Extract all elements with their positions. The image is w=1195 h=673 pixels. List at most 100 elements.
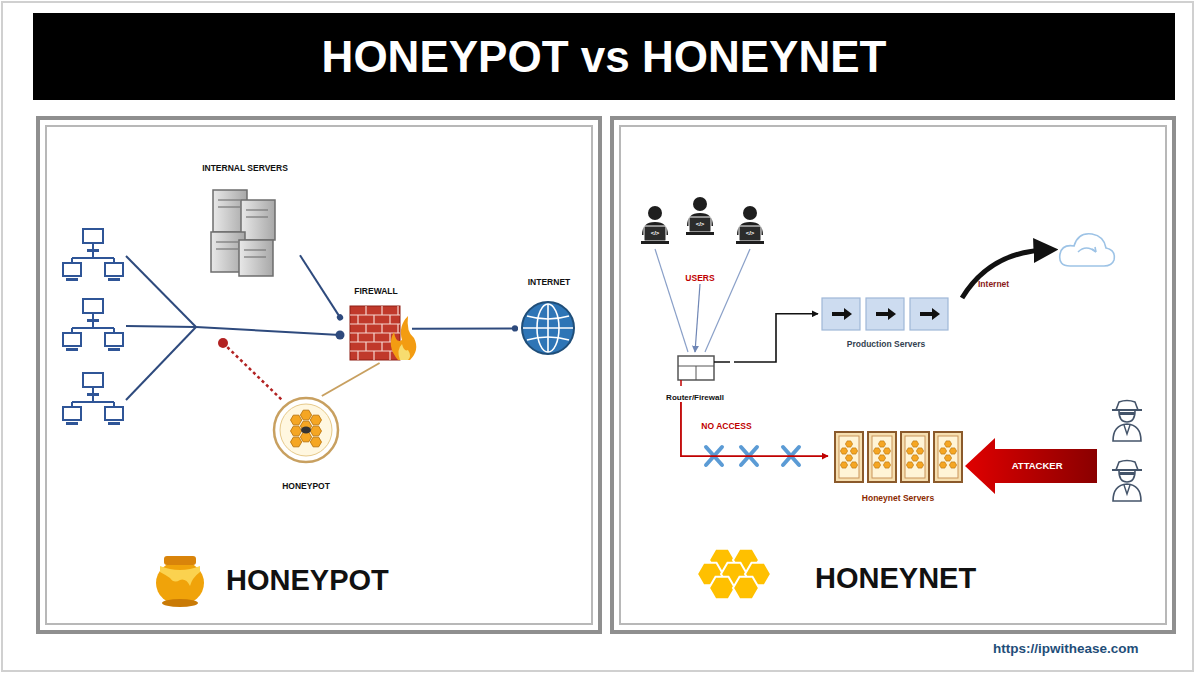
node-label: Router/Firewall [666, 393, 724, 402]
illustration-part [381, 342, 382, 351]
illustration-part [835, 432, 863, 482]
illustration-part [850, 462, 857, 468]
illustration-part [164, 556, 196, 565]
illustration-part [949, 448, 956, 454]
server-row: Honeynet Servers [828, 428, 968, 504]
illustration-part [38, 118, 600, 632]
node-label: FIREWALL [354, 287, 397, 297]
illustration-part [876, 308, 896, 320]
illustration-part [939, 462, 946, 468]
illustration-part [350, 306, 400, 360]
server-group: INTERNAL SERVERS [190, 164, 300, 278]
illustration-part [920, 308, 940, 320]
illustration-part [1092, 247, 1096, 252]
illustration-part [239, 240, 273, 276]
illustration-part [873, 448, 880, 454]
node-label: ATTACKER [1012, 461, 1063, 472]
illustration-part [655, 249, 688, 352]
illustration-part [365, 342, 366, 351]
illustration-part [678, 356, 714, 380]
illustration-part [736, 206, 764, 244]
attacker-arrow: ATTACKER [965, 438, 1097, 494]
panel-caption: HONEYNET [815, 563, 976, 595]
code-glyph: </> [696, 221, 705, 228]
illustration-part [46, 126, 592, 624]
illustration-part [291, 426, 302, 436]
illustration-part [244, 256, 266, 257]
illustration-part [873, 462, 880, 468]
illustration-part [310, 437, 321, 447]
illustration-part [962, 250, 1046, 298]
illustration-part [216, 241, 238, 242]
illustration-part [218, 338, 228, 348]
illustration-part [916, 462, 923, 468]
illustration-part [291, 410, 322, 447]
illustration-part [365, 306, 366, 315]
illustration-part [126, 256, 340, 400]
illustration-part [641, 206, 669, 244]
connector [734, 314, 818, 362]
illustration-part [523, 327, 573, 329]
illustration-part [310, 415, 321, 425]
illustration-part [63, 299, 123, 351]
connector [322, 363, 380, 396]
illustration-part [906, 448, 913, 454]
illustration-part [381, 324, 382, 333]
router-box: Router/Firewall [656, 352, 734, 402]
illustration-part [63, 373, 123, 425]
edge-label: NO ACCESS [699, 422, 753, 431]
illustration-part [866, 298, 904, 330]
illustration-part [522, 302, 574, 354]
illustration-part [241, 200, 275, 240]
illustration-part [218, 199, 240, 200]
illustration-part [905, 436, 925, 478]
illustration-part [822, 298, 948, 330]
illustration-part [397, 306, 398, 315]
illustration-part [835, 432, 962, 482]
illustration-part [686, 197, 714, 235]
illustration-part [397, 324, 398, 333]
illustration-part [868, 432, 896, 482]
honeypot-circle: HONEYPOT [270, 396, 342, 492]
illustration-part [389, 315, 390, 324]
illustration-part [246, 209, 268, 210]
illustration-part [1060, 234, 1115, 266]
illustration-part [872, 436, 892, 478]
illustration-part [162, 599, 198, 607]
illustration-part [911, 441, 918, 447]
illustration-part [398, 344, 410, 360]
internet-globe: INTERNET [515, 278, 583, 358]
user-group: USERS [630, 194, 770, 284]
illustration-part [839, 436, 859, 478]
illustration-part [1112, 461, 1142, 502]
illustration-part [223, 343, 282, 400]
illustration-part [274, 398, 338, 462]
node-label: Honeynet Servers [862, 494, 934, 504]
illustration-part [126, 256, 196, 327]
connector [300, 255, 340, 317]
illustration-part [310, 426, 321, 436]
illustration-part [916, 448, 923, 454]
illustration-part [301, 427, 311, 434]
illustration-part [1112, 401, 1142, 442]
illustration-part [840, 462, 847, 468]
illustration-part [244, 249, 266, 250]
title-text: HONEYPOT vs HONEYNET [33, 13, 1175, 100]
firewall-icon: FIREWALL [340, 287, 412, 363]
illustration-part [911, 455, 918, 461]
illustration-part [840, 448, 847, 454]
illustration-part [357, 315, 358, 324]
illustration-part [620, 126, 1166, 624]
illustration-part [291, 415, 302, 425]
connector [412, 327, 515, 329]
illustration-part [705, 249, 750, 352]
illustration-part [878, 455, 885, 461]
illustration-part [733, 577, 759, 600]
illustration-part [934, 432, 962, 482]
connector [681, 402, 828, 456]
illustration-part [822, 298, 860, 330]
illustration-part [845, 455, 852, 461]
illustration-part [939, 448, 946, 454]
